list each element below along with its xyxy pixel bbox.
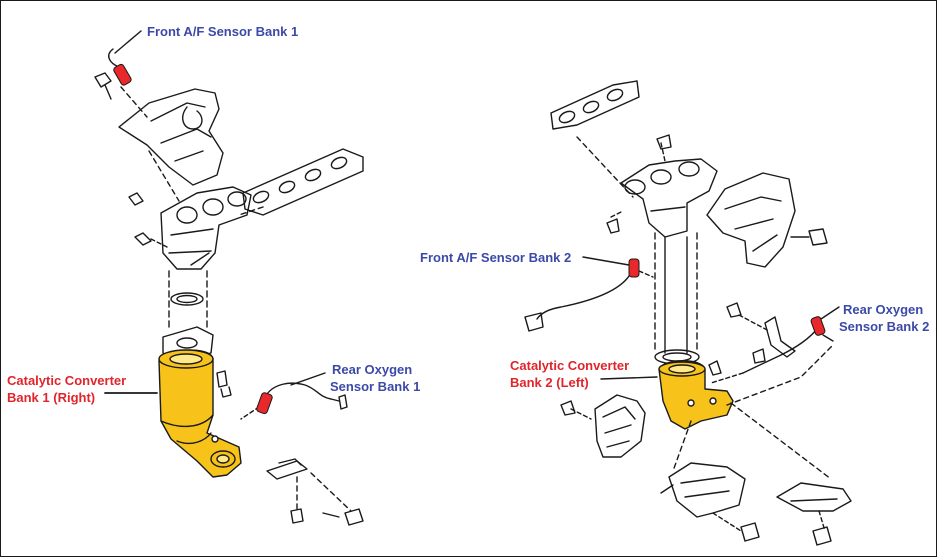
rear-oxygen-bank2-line2: Sensor Bank 2 (839, 319, 930, 334)
front-af-bank1-wire (108, 48, 120, 68)
catalytic-converter-bank1-label: Catalytic Converter Bank 1 (Right) (7, 372, 126, 406)
front-af-bank2-leader (582, 256, 630, 266)
bolt-icon (94, 72, 112, 100)
front-af-bank2-wire (536, 272, 632, 320)
front-af-sensor-bank1-label: Front A/F Sensor Bank 1 (147, 24, 299, 39)
lower-heat-shield-bank2-right (776, 482, 852, 512)
rear-o2-bank1-leader (290, 372, 326, 386)
rear-oxygen-bank1-line1: Rear Oxygen (332, 362, 413, 377)
front-af-sensor-bank2-label: Front A/F Sensor Bank 2 (420, 250, 572, 265)
front-af-bank2-sensor (628, 258, 640, 278)
bolt-icon (322, 508, 364, 526)
cat-bank2-leader (600, 376, 658, 380)
rear-o2-bank1-sensor (256, 392, 273, 415)
bracket-bank1 (266, 458, 308, 480)
rear-o2-bank1-wire (264, 382, 340, 402)
lower-heat-shield-bank2-mid (668, 462, 746, 518)
rear-o2-bank2-leader (820, 306, 840, 320)
sensor-tips (113, 63, 826, 415)
catalytic-converter-bank2-label: Catalytic Converter Bank 2 (Left) (510, 357, 629, 391)
catalytic-converter-bank2-line2: Bank 2 (Left) (510, 375, 589, 390)
rear-o2-bank2-wire (742, 326, 820, 374)
front-af-bank1-leader (114, 30, 142, 54)
rear-oxygen-bank2-line1: Rear Oxygen (843, 302, 924, 317)
sensor-dashed-leader (120, 86, 148, 118)
rear-oxygen-sensor-bank2-label: Rear Oxygen Sensor Bank 2 (839, 301, 929, 335)
bracket-bank2-upper (764, 316, 796, 358)
front-af-bank1-sensor (113, 63, 132, 86)
flange-gasket-bank1 (170, 292, 204, 306)
rear-oxygen-sensor-bank1-label: Rear Oxygen Sensor Bank 1 (330, 361, 420, 395)
bolt-icon (290, 508, 304, 524)
heat-shield-bank2 (706, 172, 796, 268)
converter-flange-bank1 (162, 326, 214, 362)
exhaust-manifold-bank1 (160, 186, 252, 270)
catalytic-converter-bank1-line1: Catalytic Converter (7, 373, 127, 388)
rear-oxygen-bank1-line2: Sensor Bank 1 (330, 379, 421, 394)
exhaust-manifold-bank2 (620, 134, 718, 238)
stud-icon (128, 192, 168, 248)
catalytic-converter-bank2 (658, 360, 734, 430)
heat-shield-bank1 (118, 88, 224, 186)
catalytic-converter-bank1-line2: Bank 1 (Right) (7, 390, 96, 405)
lower-heat-shield-bank2-left (594, 394, 646, 458)
gasket-bank1-upper (242, 148, 364, 216)
catalytic-converter-bank1 (158, 349, 242, 478)
gasket-bank2-upper (550, 80, 640, 130)
bolt-icon (216, 370, 232, 398)
rear-o2-bank2-sensor (810, 316, 826, 336)
catalytic-converter-bank2-line1: Catalytic Converter (510, 358, 630, 373)
